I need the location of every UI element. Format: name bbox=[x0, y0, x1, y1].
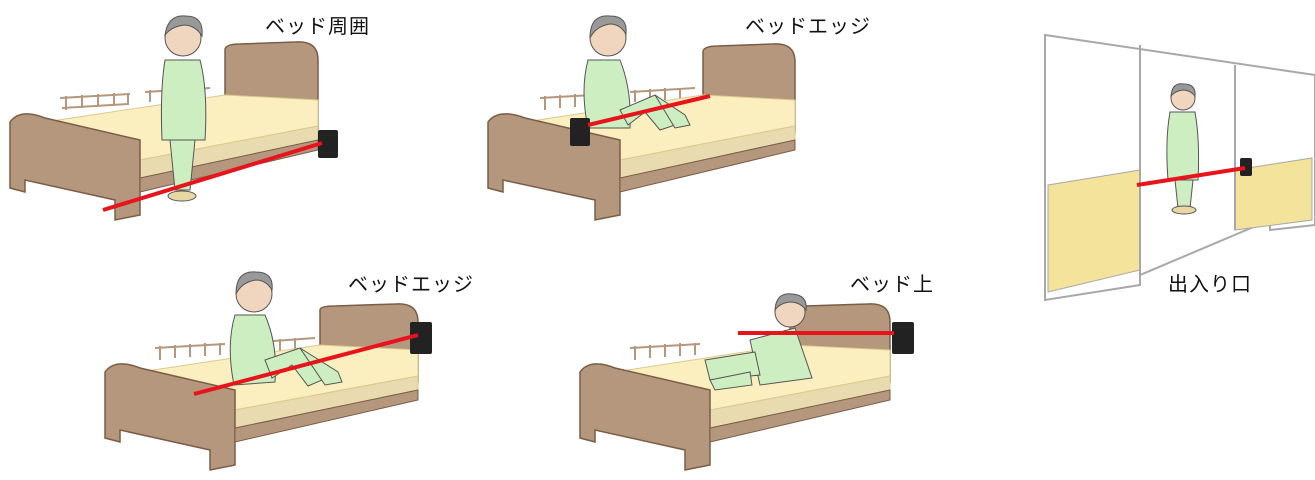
scene-bed-edge-top: ベッドエッジ bbox=[470, 0, 900, 235]
label-doorway: 出入り口 bbox=[1168, 272, 1252, 296]
sensor-device bbox=[1240, 158, 1252, 176]
bed-footboard bbox=[579, 363, 711, 471]
elderly-person-sitting bbox=[229, 271, 343, 387]
sensor-beam bbox=[193, 333, 419, 396]
on-bed-illustration bbox=[579, 293, 914, 471]
scene-bed-perimeter: ベッド周囲 bbox=[0, 0, 400, 235]
label-bed-edge-bottom: ベッドエッジ bbox=[348, 272, 474, 296]
bed-side-rail bbox=[154, 337, 316, 360]
label-on-bed: ベッド上 bbox=[850, 272, 934, 296]
sensor-device bbox=[318, 130, 338, 158]
bed-edge-bottom-illustration bbox=[104, 271, 432, 471]
scene-bed-edge-bottom: ベッドエッジ bbox=[100, 260, 520, 480]
door-panel bbox=[1047, 169, 1141, 293]
scene-doorway: 出入り口 bbox=[1040, 30, 1315, 305]
label-bed-edge-top: ベッドエッジ bbox=[745, 14, 871, 38]
sensor-device bbox=[410, 322, 432, 354]
elderly-person-on-bed bbox=[704, 293, 813, 391]
sensor-device bbox=[892, 322, 914, 354]
scene-on-bed: ベッド上 bbox=[579, 260, 980, 480]
sensor-beam bbox=[1136, 166, 1246, 187]
sensor-beam bbox=[102, 141, 323, 212]
bed-side-rail bbox=[629, 343, 701, 360]
bed-perimeter-illustration bbox=[9, 15, 338, 221]
elderly-person-in-doorway bbox=[1166, 83, 1200, 215]
elderly-person-standing bbox=[160, 15, 207, 202]
sensor-beam bbox=[587, 94, 711, 127]
bed-footboard bbox=[9, 113, 141, 221]
sensor-device bbox=[570, 118, 590, 146]
bed-edge-top-illustration bbox=[487, 15, 796, 221]
label-bed-perimeter: ベッド周囲 bbox=[265, 14, 370, 38]
doorway-illustration bbox=[1044, 33, 1315, 302]
